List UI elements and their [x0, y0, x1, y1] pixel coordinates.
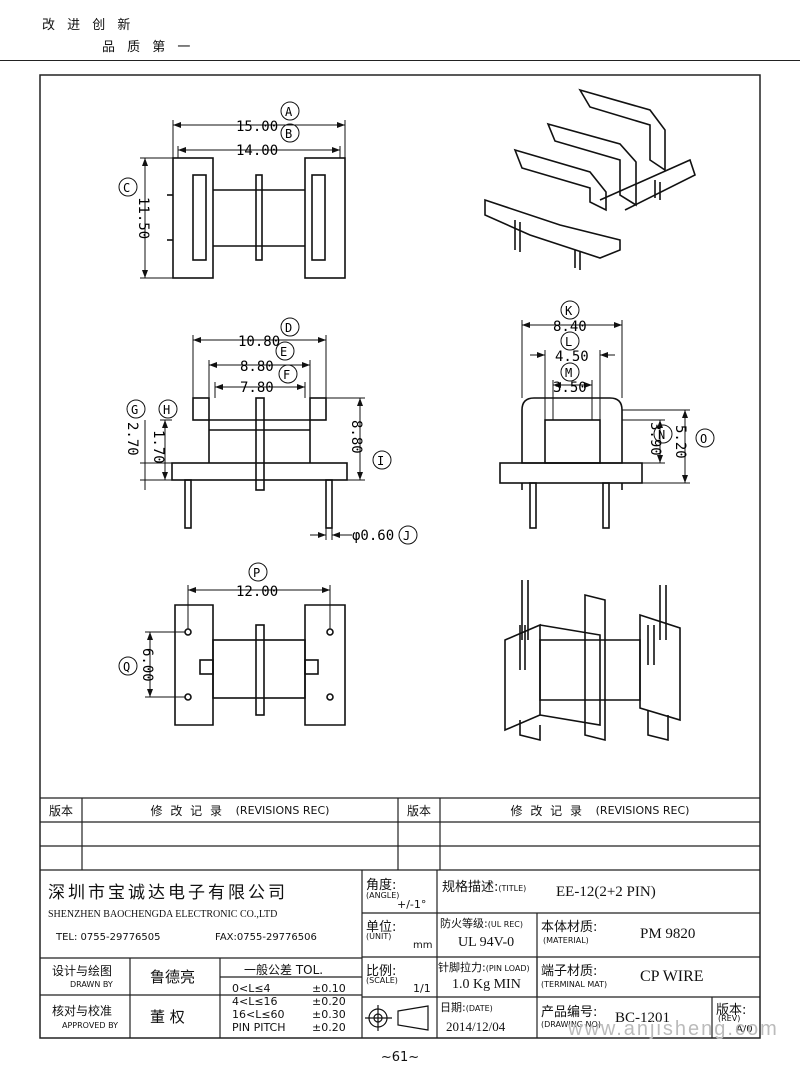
dim-E-label: E [280, 345, 287, 359]
dim-A-value: 15.00 [236, 119, 278, 135]
dim-M-value: 3.50 [553, 380, 587, 396]
dim-L-value: 4.50 [555, 349, 589, 365]
tolerance-values: ±0.10 ±0.20 ±0.30 ±0.20 [312, 982, 346, 1034]
company-tel: TEL: 0755-29776505 [56, 932, 161, 943]
dim-J-label: J [403, 529, 410, 543]
angle-value: +/-1° [397, 898, 427, 911]
dim-B-value: 14.00 [236, 143, 278, 159]
slogan-line-1: 改 进 创 新 [42, 18, 135, 33]
company-name-cn: 深圳市宝诚达电子有限公司 [48, 883, 288, 903]
date-value: 2014/12/04 [446, 1019, 506, 1034]
title-label: 规格描述:(TITLE) [442, 880, 527, 895]
rev-header-right: 版本 [406, 803, 431, 818]
drawing-no-en: (DRAWING NO) [541, 1020, 601, 1029]
dim-O-label: O [700, 432, 707, 446]
dim-M-label: M [565, 366, 572, 380]
dim-F-value: 7.80 [240, 380, 274, 396]
approved-label: 核对与校准 [52, 1004, 113, 1018]
company-name-en: SHENZHEN BAOCHENGDA ELECTRONIC CO.,LTD [48, 909, 278, 920]
rev-label: 版本: [716, 1003, 747, 1018]
table-grid [40, 797, 760, 1038]
dim-K-label: K [565, 304, 573, 318]
drawing-frame [39, 74, 761, 1039]
dim-P-label: P [253, 566, 260, 580]
drawn-label: 设计与绘图 [52, 964, 113, 978]
ul-value: UL 94V-0 [458, 935, 515, 950]
drawn-by: 鲁德亮 [150, 968, 196, 986]
dim-D-value: 10.80 [238, 334, 280, 350]
ul-label: 防火等级:(UL REC) [440, 917, 524, 930]
dim-N-label: N [658, 428, 665, 442]
top-view [167, 157, 346, 279]
scale-label: 比例: [366, 964, 397, 979]
dim-C-label: C [123, 181, 130, 195]
dim-A-label: A [285, 105, 293, 119]
projection-symbol [365, 1005, 429, 1031]
drawn-en: DRAWN BY [70, 980, 113, 989]
terminal-value: CP WIRE [640, 968, 704, 985]
angle-en: (ANGLE) [366, 891, 400, 900]
header-rule [0, 60, 800, 61]
bottom-view [174, 604, 346, 726]
isometric-view-1 [484, 88, 696, 270]
dim-E-value: 8.80 [240, 359, 274, 375]
tolerance-title: 一般公差 TOL. [244, 963, 324, 977]
material-en: (MATERIAL) [543, 936, 589, 945]
side-view [499, 397, 643, 529]
material-label: 本体材质: [541, 920, 598, 935]
dim-G-label: G [131, 403, 138, 417]
isometric-view-2 [504, 580, 681, 742]
material-value: PM 9820 [640, 926, 696, 942]
pin-load-value: 1.0 Kg MIN [452, 977, 521, 992]
dim-P-value: 12.00 [236, 584, 278, 600]
date-label: 日期:(DATE) [440, 1001, 493, 1014]
scale-value: 1/1 [413, 982, 431, 995]
rev-header-left: 版本 [48, 803, 73, 818]
tolerance-ranges: 0<L≤4 4<L≤16 16<L≤60 PIN PITCH [232, 982, 286, 1034]
title-value: EE-12(2+2 PIN) [556, 884, 656, 900]
company-fax: FAX:0755-29776506 [215, 932, 317, 943]
approved-en: APPROVED BY [62, 1021, 119, 1030]
rev-record-left: 修 改 记 录 (REVISIONS REC) [150, 803, 330, 818]
dim-Q-value: 6.00 [139, 648, 155, 682]
dim-H-value: 1.70 [150, 430, 166, 464]
dim-L-label: L [565, 335, 572, 349]
approved-by: 董 权 [150, 1008, 185, 1026]
dim-H-label: H [163, 403, 170, 417]
dim-I-label: I [377, 454, 384, 468]
dim-O-value: 5.20 [672, 425, 688, 459]
rev-en: (REV) [718, 1014, 741, 1023]
watermark: www.anjisheng.com [568, 1018, 779, 1040]
terminal-en: (TERMINAL MAT) [541, 980, 608, 989]
front-view [171, 397, 348, 529]
rev-value: A/0 [736, 1024, 753, 1035]
drawing-no-label: 产品编号: [541, 1005, 598, 1020]
pin-load-label: 针脚拉力:(PIN LOAD) [438, 961, 530, 974]
dim-F-label: F [283, 368, 290, 382]
dim-C-value: 11.50 [135, 197, 151, 239]
scale-en: (SCALE) [366, 976, 398, 985]
rev-record-right: 修 改 记 录 (REVISIONS REC) [510, 803, 690, 818]
dim-Q-label: Q [123, 660, 130, 674]
dim-I-value: 8.80 [348, 420, 364, 454]
slogan-line-2: 品 质 第 一 [102, 40, 195, 55]
dim-J-value: φ0.60 [352, 528, 394, 544]
terminal-label: 端子材质: [541, 964, 598, 979]
dim-D-label: D [285, 321, 292, 335]
page-number: ~61~ [380, 1050, 420, 1065]
unit-label: 单位: [366, 920, 397, 935]
drawing-no-value: BC-1201 [615, 1010, 671, 1026]
dim-G-value: 2.70 [124, 422, 140, 456]
dim-K-value: 8.40 [553, 319, 587, 335]
dim-B-label: B [285, 127, 292, 141]
unit-value: mm [413, 940, 433, 951]
unit-en: (UNIT) [366, 932, 392, 941]
angle-label: 角度: [366, 878, 397, 893]
